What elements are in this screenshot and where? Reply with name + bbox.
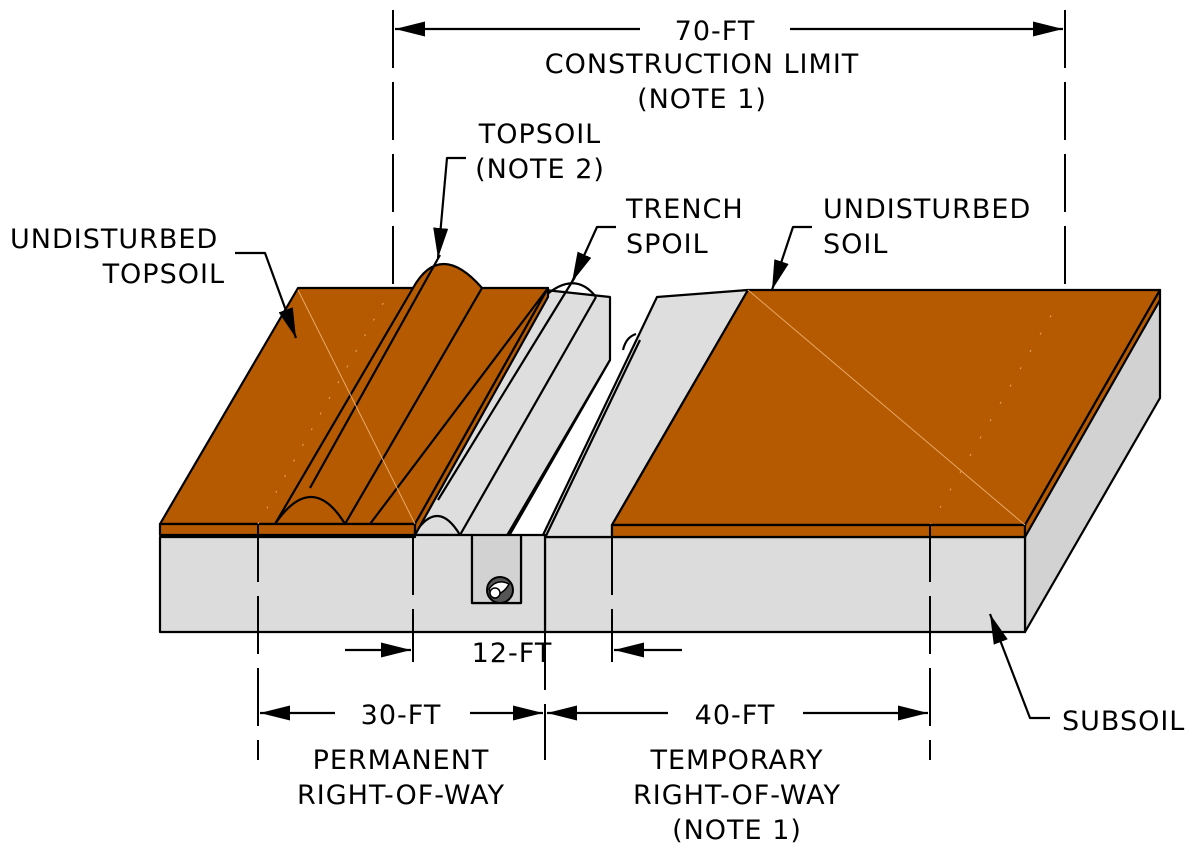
label-topsoil-left: TOPSOIL — [102, 259, 225, 290]
leader-undisturbed-soil — [770, 225, 812, 291]
label-subsoil: SUBSOIL — [1062, 706, 1185, 737]
trench — [470, 533, 523, 605]
trench-spoil-pile — [413, 276, 641, 592]
label-temporary: TEMPORARY — [649, 745, 823, 776]
label-permanent: PERMANENT — [313, 745, 490, 776]
label-undisturbed-left: UNDISTURBED — [10, 224, 218, 255]
label-construction-limit: CONSTRUCTION LIMIT — [545, 49, 860, 80]
label-topsoil-pile: TOPSOIL — [478, 119, 601, 150]
left-soil-block — [158, 254, 550, 634]
label-40ft: 40-FT — [695, 700, 776, 731]
right-block-front-face — [543, 535, 1027, 634]
right-soil-block — [541, 288, 1162, 634]
label-topsoil-pile-note: (NOTE 2) — [475, 154, 605, 185]
leader-undisturbed-topsoil — [235, 251, 298, 339]
label-permanent-row: RIGHT-OF-WAY — [297, 780, 505, 811]
leader-trench-spoil — [570, 225, 616, 283]
label-30ft: 30-FT — [361, 700, 442, 731]
label-trench: TRENCH — [625, 194, 744, 225]
label-soil-right: SOIL — [823, 229, 888, 260]
label-construction-limit-note: (NOTE 1) — [637, 84, 767, 115]
labels: 70-FT CONSTRUCTION LIMIT (NOTE 1) TOPSOI… — [10, 16, 1185, 846]
label-temporary-note: (NOTE 1) — [672, 815, 802, 846]
leader-topsoil-pile — [433, 156, 466, 259]
label-70ft: 70-FT — [675, 16, 756, 47]
right-topsoil-side-strip — [1023, 288, 1162, 539]
leader-subsoil — [988, 613, 1050, 720]
label-spoil: SPOIL — [626, 229, 709, 260]
left-topsoil-front-strip — [158, 522, 417, 537]
label-undisturbed-right: UNDISTURBED — [823, 194, 1031, 225]
label-temporary-row: RIGHT-OF-WAY — [633, 780, 841, 811]
left-topsoil-side-strip — [413, 286, 550, 537]
label-12ft: 12-FT — [472, 638, 553, 669]
right-topsoil-front-strip — [610, 523, 1027, 539]
